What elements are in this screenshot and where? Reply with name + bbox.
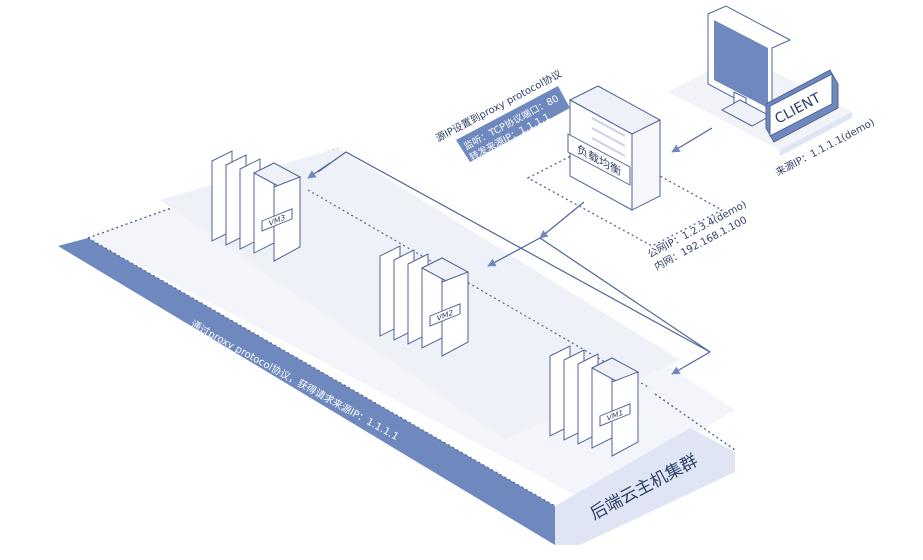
dotted-leaders bbox=[307, 189, 651, 389]
lb-tag bbox=[567, 133, 631, 186]
arrow-lb-down bbox=[539, 201, 585, 239]
vm1[interactable]: VM1 bbox=[549, 345, 640, 457]
load-balancer[interactable]: 负载均衡 公网IP：1.2.3.4(demo) 内网：192.168.1.100 bbox=[526, 85, 755, 273]
listener-block: 源IP设置到proxy protocol协议 监听：TCP协议端口：80 转发来… bbox=[433, 67, 570, 163]
cluster-label-band bbox=[555, 428, 735, 545]
client[interactable]: CLIENT 来源IP：1.1.1.1(demo) bbox=[668, 5, 877, 179]
monitor-screen bbox=[714, 20, 768, 108]
vm3-tag bbox=[261, 208, 293, 232]
listener-band bbox=[456, 86, 570, 162]
vm1-tag bbox=[599, 403, 631, 427]
rail-link bbox=[539, 237, 711, 353]
rail-vm2-branch bbox=[487, 237, 541, 267]
rail-vm1-branch bbox=[671, 351, 711, 375]
connectors bbox=[307, 127, 713, 375]
cluster-dotted-right bbox=[654, 393, 736, 451]
arrow-to-vm3 bbox=[307, 162, 331, 179]
vm2[interactable]: VM2 bbox=[379, 245, 470, 357]
client-platform-edge bbox=[780, 112, 852, 156]
lb-dotted-base bbox=[526, 141, 724, 247]
client-tag-face bbox=[769, 73, 833, 137]
lb-right-face bbox=[631, 119, 661, 211]
arrow-client-to-lb bbox=[671, 127, 713, 153]
cluster-side-band bbox=[58, 238, 555, 545]
vm3[interactable]: VM3 bbox=[211, 150, 302, 262]
vm2-tag bbox=[429, 303, 461, 327]
